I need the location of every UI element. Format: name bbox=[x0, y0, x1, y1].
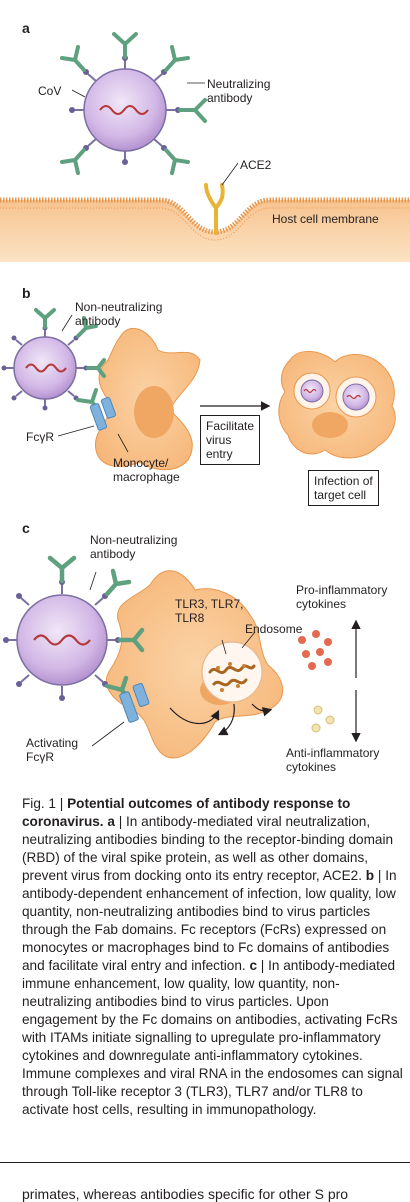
panel-c-virus bbox=[3, 579, 121, 701]
panel-a-antibodies bbox=[60, 32, 207, 175]
cov-leader-line bbox=[71, 89, 86, 98]
figure-caption: Fig. 1 | Potential outcomes of antibody … bbox=[22, 796, 403, 1117]
facilitate-box: Facilitate virus entry bbox=[200, 415, 261, 465]
nonneutral-leader-line-b bbox=[61, 314, 73, 332]
neutralizing-antibody-label: Neutralizing antibody bbox=[207, 77, 271, 105]
panel-a-virus bbox=[69, 55, 181, 165]
panel-c-antibodies bbox=[47, 555, 145, 705]
caption-a-text: In antibody-mediated viral neutralizatio… bbox=[22, 814, 394, 883]
tlr-leader-line bbox=[221, 639, 227, 655]
tlr-label: TLR3, TLR7, TLR8 bbox=[175, 597, 244, 625]
cov-label: CoV bbox=[38, 84, 62, 98]
anti-inflammatory-label: Anti-inflammatory cytokines bbox=[286, 746, 380, 774]
endosome-leader-line bbox=[241, 631, 256, 649]
fcgr-receptor-c bbox=[119, 683, 150, 723]
non-neutralizing-label-b: Non-neutralizing antibody bbox=[75, 300, 163, 328]
panel-a-label: a bbox=[22, 20, 30, 36]
fcgr-label: FcγR bbox=[26, 430, 54, 444]
monocyte-leader-line bbox=[117, 433, 129, 453]
caption-fig-label: Fig. 1 | bbox=[22, 796, 68, 811]
panel-c-macrophage bbox=[105, 570, 284, 759]
caption-a-marker: a bbox=[107, 814, 115, 829]
ace2-leader-line bbox=[221, 162, 239, 186]
pro-inflammatory-label: Pro-inflammatory cytokines bbox=[296, 583, 388, 611]
nonneutral-leader-line-c bbox=[89, 571, 97, 591]
monocyte-label: Monocyte/ macrophage bbox=[113, 456, 180, 484]
membrane-label: Host cell membrane bbox=[272, 212, 379, 226]
host-cell-membrane bbox=[0, 197, 410, 262]
caption-c-text: In antibody-mediated immune enhancement,… bbox=[22, 958, 403, 1117]
infection-box: Infection of target cell bbox=[308, 470, 379, 506]
panel-b-virus bbox=[1, 325, 89, 411]
caption-divider bbox=[0, 1162, 410, 1163]
endosome-label: Endosome bbox=[245, 622, 303, 636]
panel-b-macrophage bbox=[94, 327, 201, 471]
fcgr-leader-line bbox=[57, 425, 95, 437]
activating-leader-line bbox=[91, 721, 125, 747]
body-text-fragment: primates, whereas antibodies specific fo… bbox=[22, 1186, 349, 1202]
caption-b-text: In antibody-dependent enhancement of inf… bbox=[22, 868, 397, 973]
ace2-receptor bbox=[204, 183, 225, 235]
caption-b-marker: b bbox=[365, 868, 375, 883]
panel-b-target-cell bbox=[278, 350, 396, 459]
fcgr-receptor-b bbox=[89, 396, 117, 431]
activating-fcgr-label: Activating FcγR bbox=[26, 736, 79, 764]
pro-inflammatory-cytokines bbox=[298, 630, 332, 670]
panel-b-label: b bbox=[22, 285, 31, 301]
non-neutralizing-label-c: Non-neutralizing antibody bbox=[90, 533, 178, 561]
caption-title: Potential outcomes of antibody response … bbox=[22, 796, 351, 829]
anti-inflammatory-cytokines bbox=[311, 705, 335, 733]
caption-c-marker: c bbox=[249, 958, 258, 973]
figure-graphics bbox=[0, 32, 410, 759]
ace2-label: ACE2 bbox=[240, 158, 272, 172]
panel-c-label: c bbox=[22, 520, 30, 536]
